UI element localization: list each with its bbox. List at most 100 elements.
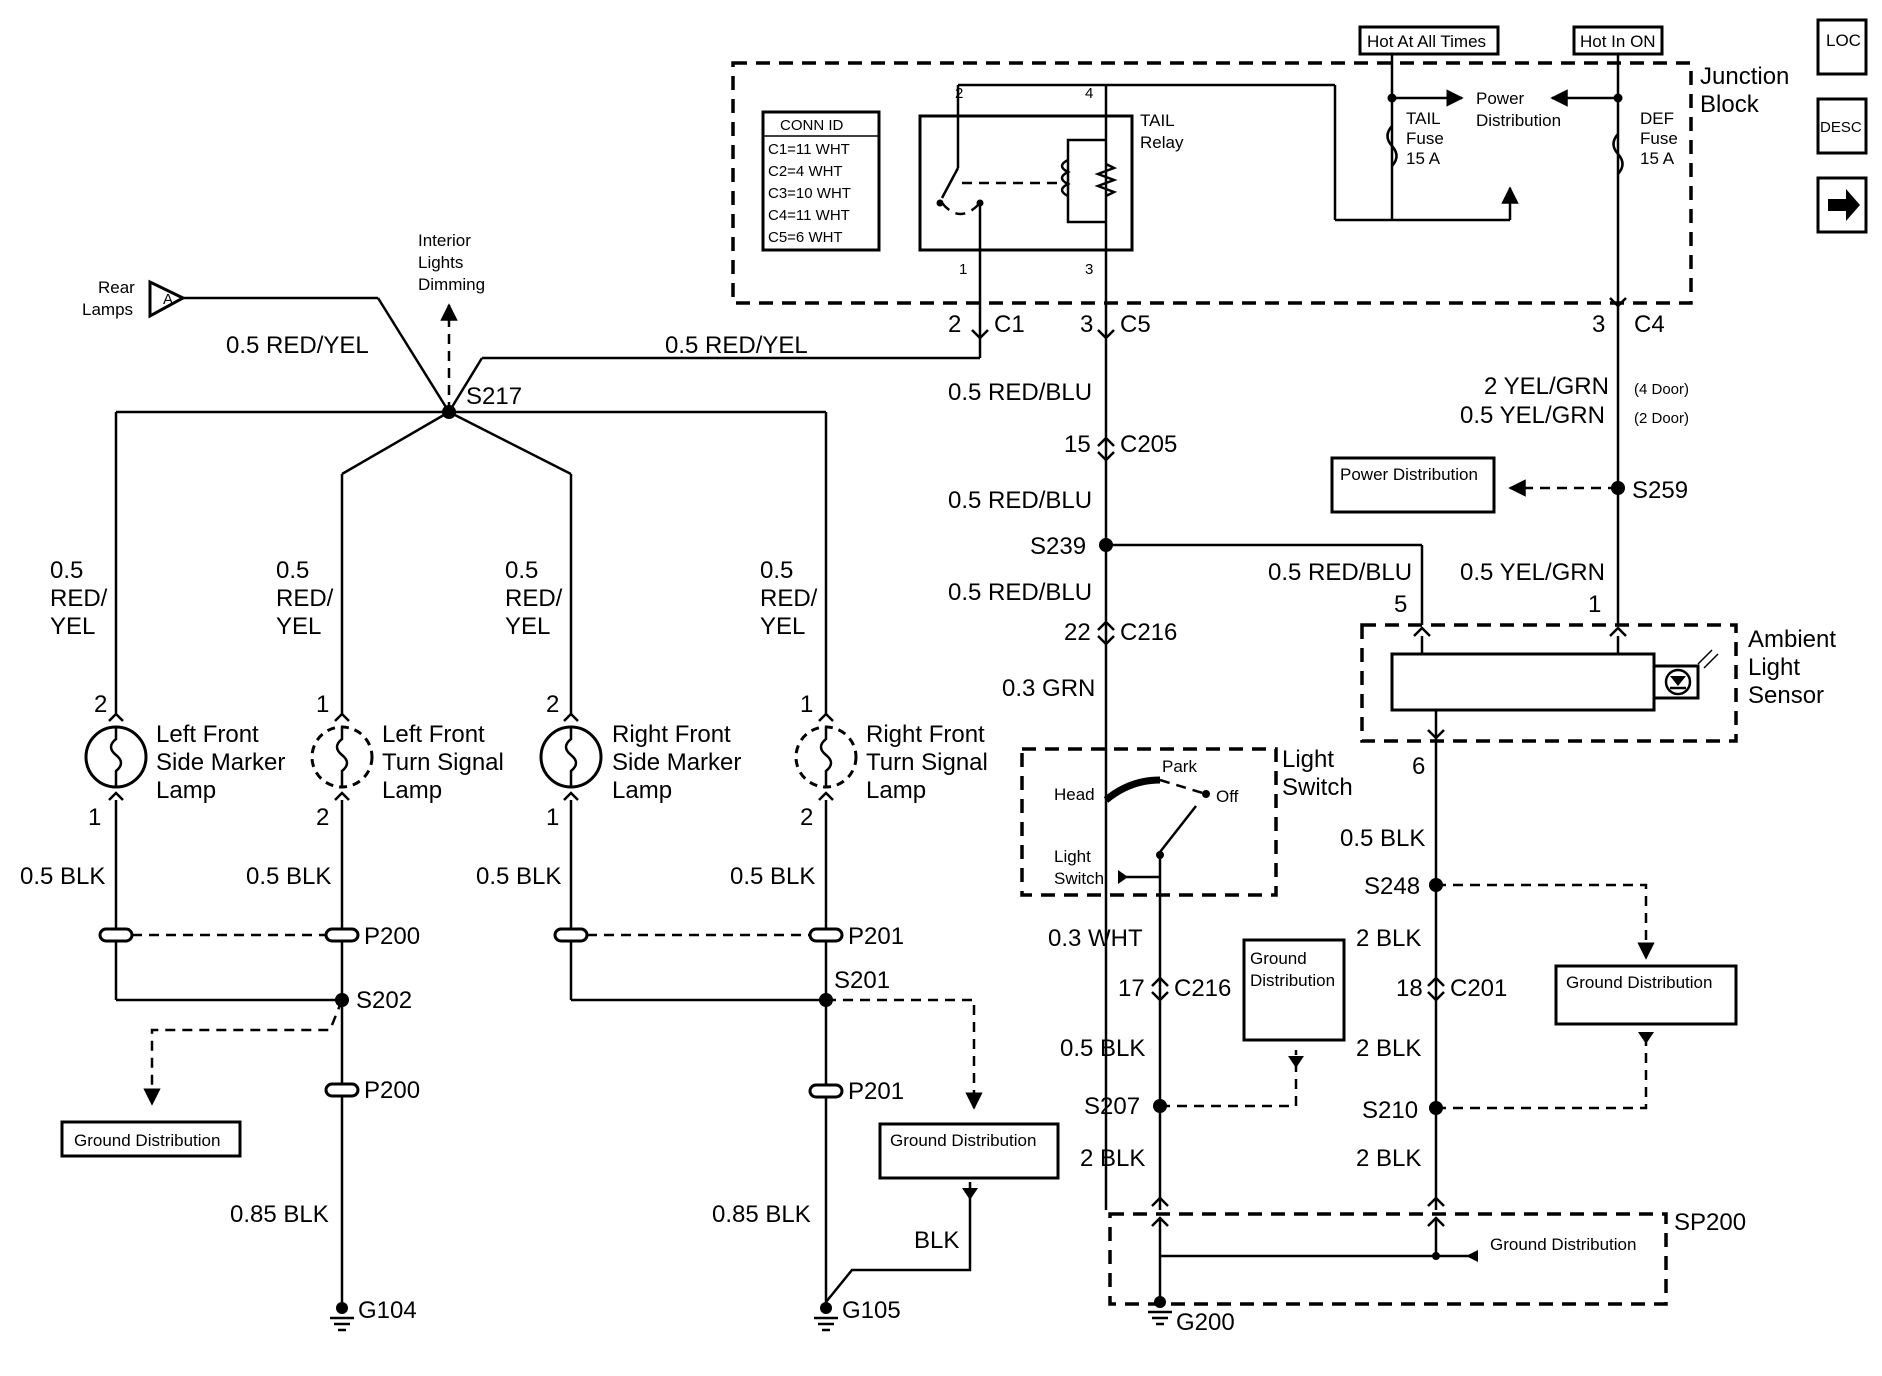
lamp-label: Lamp bbox=[866, 777, 926, 804]
wire-label-blk: 2 BLK bbox=[1080, 1145, 1145, 1172]
lamp-pin: 2 bbox=[94, 691, 107, 718]
inline-connector-icon bbox=[808, 1083, 844, 1099]
light-switch-off: Off bbox=[1216, 787, 1239, 806]
wire-label-yel-grn: 2 YEL/GRN bbox=[1484, 373, 1609, 400]
desc-icon[interactable]: DESC bbox=[1816, 97, 1868, 155]
lamp-feed-label: 0.5 bbox=[505, 557, 538, 584]
connector-c5-icon bbox=[1097, 329, 1115, 340]
ground-distribution-label: Ground Distribution bbox=[74, 1131, 220, 1150]
power-distribution-ref[interactable] bbox=[1330, 456, 1496, 514]
relay-pin-1: 1 bbox=[959, 261, 967, 278]
wire-label-red-yel-left: 0.5 RED/YEL bbox=[226, 332, 369, 359]
wire-label-red-blu: 0.5 RED/BLU bbox=[948, 487, 1092, 514]
conn-id-table: CONN ID C1=11 WHT C2=4 WHT C3=10 WHT C4=… bbox=[761, 110, 881, 252]
ground-distribution-label: Distribution bbox=[1250, 971, 1335, 990]
inline-connector-icon bbox=[98, 927, 134, 943]
ground-distribution-label: Ground Distribution bbox=[890, 1131, 1036, 1150]
lamp-feed-label: RED/ bbox=[276, 585, 334, 612]
conn-id-row: C3=10 WHT bbox=[768, 185, 851, 202]
sensor-label: Sensor bbox=[1748, 682, 1824, 709]
ambient-light-sensor-outline bbox=[1360, 623, 1738, 743]
ground-distribution-ref[interactable] bbox=[60, 1120, 242, 1158]
lamp-pin: 2 bbox=[316, 804, 329, 831]
lamp-pin: 2 bbox=[800, 804, 813, 831]
junction-block-label-2: Block bbox=[1700, 91, 1760, 118]
ground-distribution-label: Ground Distribution bbox=[1490, 1235, 1636, 1254]
wire-label-blk: BLK bbox=[914, 1227, 959, 1254]
sensor-pin-5: 5 bbox=[1394, 591, 1407, 618]
lamp-feed-label: YEL bbox=[276, 613, 321, 640]
lamp-label: Right Front bbox=[866, 721, 985, 748]
connector-c216: C216 bbox=[1174, 975, 1231, 1002]
ground-g104-icon bbox=[330, 1302, 354, 1332]
inline-connector-p201: P201 bbox=[848, 1078, 904, 1105]
splice-s239-label: S239 bbox=[1030, 533, 1086, 560]
lamp-feed-label: YEL bbox=[760, 613, 805, 640]
sensor-label: Ambient bbox=[1748, 626, 1836, 653]
lamp-feed-labels: 0.5 RED/ YEL 0.5 RED/ YEL 0.5 RED/ YEL 0… bbox=[50, 557, 818, 640]
tail-fuse-label: 15 A bbox=[1406, 149, 1441, 168]
ground-distribution-label: Ground bbox=[1250, 949, 1307, 968]
lamp-feed-label: 0.5 bbox=[50, 557, 83, 584]
splice-s210-label: S210 bbox=[1362, 1097, 1418, 1124]
connector-c1-pin: 2 bbox=[948, 311, 961, 338]
inline-connector-icon bbox=[324, 927, 360, 943]
lamp-feed-label: 0.5 bbox=[276, 557, 309, 584]
wire-label-four-door: (4 Door) bbox=[1634, 381, 1689, 398]
lamp-pin: 1 bbox=[88, 804, 101, 831]
splice-sp200-label: SP200 bbox=[1674, 1209, 1746, 1236]
sensor-label: Light bbox=[1748, 654, 1800, 681]
splice-s202-label: S202 bbox=[356, 987, 412, 1014]
ground-distribution-ref[interactable] bbox=[878, 1122, 1060, 1180]
wire-label-blk: 0.5 BLK bbox=[1340, 825, 1425, 852]
lamp-label: Lamp bbox=[612, 777, 672, 804]
ground-distribution-ref[interactable] bbox=[1554, 964, 1738, 1026]
ground-distribution-ref[interactable] bbox=[1242, 938, 1346, 1042]
light-switch-head-park-contact bbox=[1103, 776, 1161, 803]
wire-label-blk: 0.85 BLK bbox=[712, 1201, 811, 1228]
interior-lights-dimming-label: Dimming bbox=[418, 275, 485, 294]
conn-id-title: CONN ID bbox=[780, 117, 844, 134]
splice-s217-label: S217 bbox=[466, 383, 522, 410]
relay-label-2: Relay bbox=[1140, 133, 1184, 152]
tail-fuse-label: Fuse bbox=[1406, 129, 1444, 148]
def-fuse-label: 15 A bbox=[1640, 149, 1675, 168]
conn-id-row: C1=11 WHT bbox=[768, 141, 850, 158]
ground-g105-icon bbox=[814, 1302, 838, 1332]
light-switch-outline bbox=[1020, 747, 1278, 897]
arrow-right-icon[interactable] bbox=[1816, 176, 1868, 234]
hot-in-on-label: Hot In ON bbox=[1580, 32, 1656, 51]
lamp-pin: 1 bbox=[800, 691, 813, 718]
relay-pin-3: 3 bbox=[1085, 261, 1093, 278]
connector-c216: C216 bbox=[1120, 619, 1177, 646]
def-fuse-label: DEF bbox=[1640, 109, 1674, 128]
rear-lamps-ref-icon[interactable] bbox=[148, 279, 187, 319]
tail-fuse-icon bbox=[1386, 125, 1398, 167]
splice-s259-label: S259 bbox=[1632, 477, 1688, 504]
wire-label-two-door: (2 Door) bbox=[1634, 410, 1689, 427]
connector-c201-pin: 18 bbox=[1396, 975, 1423, 1002]
light-switch-label: Switch bbox=[1282, 774, 1353, 801]
light-switch-inner-label: Switch bbox=[1054, 869, 1104, 888]
wire-label-blk: 0.5 BLK bbox=[1060, 1035, 1145, 1062]
lamp-feed-label: YEL bbox=[505, 613, 550, 640]
light-switch-label: Light bbox=[1282, 746, 1334, 773]
relay-pin-2: 2 bbox=[955, 85, 963, 102]
wire-label-blk: 2 BLK bbox=[1356, 1035, 1421, 1062]
ground-g105-label: G105 bbox=[842, 1297, 901, 1324]
relay-label: TAIL bbox=[1140, 111, 1175, 130]
lamp-label: Turn Signal bbox=[382, 749, 504, 776]
hot-at-all-times-box bbox=[1358, 25, 1500, 56]
loc-icon[interactable]: LOC bbox=[1816, 18, 1868, 76]
connector-c1: C1 bbox=[994, 311, 1025, 338]
conn-id-row: C5=6 WHT bbox=[768, 229, 843, 246]
splice-s207-label: S207 bbox=[1084, 1093, 1140, 1120]
lamp-pin: 2 bbox=[546, 691, 559, 718]
connector-c1-icon bbox=[971, 329, 989, 340]
wire-label-blk: 0.5 BLK bbox=[730, 863, 815, 890]
sensor-pin-1: 1 bbox=[1588, 591, 1601, 618]
wire-label-red-blu: 0.5 RED/BLU bbox=[1268, 559, 1412, 586]
wire-label-wht: 0.3 WHT bbox=[1048, 925, 1143, 952]
rear-lamps-label: Rear bbox=[98, 278, 135, 297]
